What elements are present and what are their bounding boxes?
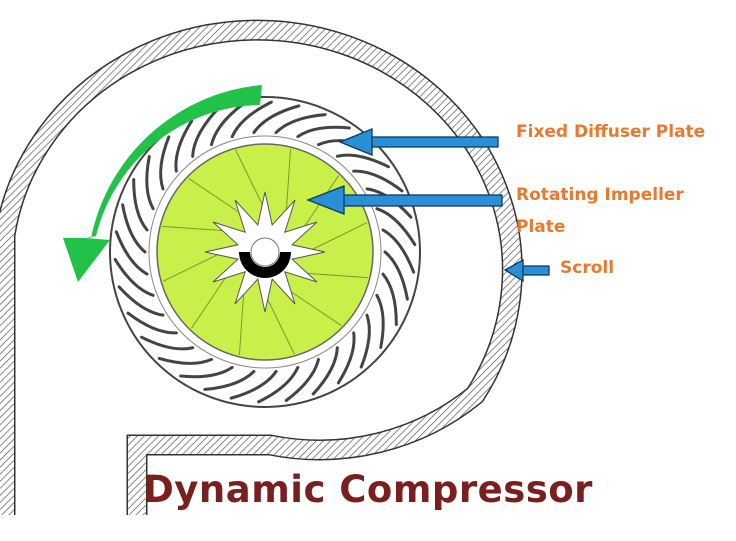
impeller-shaft	[250, 237, 280, 267]
diffuser-vane	[381, 228, 416, 274]
diffuser-vane	[113, 257, 155, 297]
diffuser-pointer-arrow-icon	[338, 128, 499, 156]
diffuser-vane	[179, 365, 234, 379]
diffuser-vane	[117, 285, 165, 317]
impeller-blade	[235, 149, 266, 211]
diffuser-vane	[210, 102, 246, 147]
scroll-pointer-arrow-icon	[503, 258, 550, 283]
diffuser-vane	[381, 272, 398, 327]
impeller-blade	[285, 149, 292, 216]
diffuser-vane	[140, 335, 195, 351]
impeller-blade	[264, 293, 295, 355]
impeller-blade	[285, 287, 342, 326]
diffuser-vane	[230, 100, 273, 139]
scroll-casing-hatch	[0, 21, 522, 515]
diffuser-vane	[257, 365, 300, 404]
impeller-blade	[162, 225, 229, 232]
diffuser-vane	[174, 119, 194, 173]
impeller-blade	[162, 251, 224, 282]
diffuser-vane	[191, 108, 219, 158]
diffuser-vane	[203, 369, 256, 391]
diffuser-vane	[274, 113, 327, 135]
diffuser-vane	[126, 311, 178, 335]
diffuser-vane	[157, 356, 214, 365]
diffuser-vane	[252, 104, 301, 135]
diffuser-vane	[114, 230, 149, 276]
diffuser-vane	[335, 153, 390, 169]
impeller-pointer-arrow-icon	[306, 185, 503, 215]
impeller-blade	[306, 222, 368, 253]
diffuser-vane	[159, 135, 171, 191]
impeller-blade	[238, 288, 245, 355]
diffuser-vane	[336, 331, 356, 385]
diffuser-vane	[121, 203, 147, 254]
diffuser-vane	[311, 346, 339, 396]
label-rotating-impeller-plate: Rotating Impeller Plate	[516, 185, 684, 237]
impeller-blade	[301, 272, 368, 279]
diffuser-vane	[284, 357, 320, 402]
diffuser-vane	[352, 169, 404, 193]
diffuser-vane	[383, 250, 409, 301]
diffuser-vane	[229, 369, 278, 400]
label-scroll: Scroll	[560, 258, 615, 278]
rotation-arrow-icon	[63, 85, 262, 282]
diffuser-vane	[145, 155, 155, 211]
diffuser-vane	[132, 177, 149, 232]
impeller-blades	[162, 149, 368, 355]
diffuser-vane	[296, 125, 351, 139]
diffuser-vane	[375, 293, 385, 349]
impeller-blade	[188, 178, 245, 217]
diffuser-inner-edge	[148, 135, 382, 369]
diffuser-vane	[359, 313, 371, 369]
impeller-blade	[191, 272, 230, 329]
diffuser-vane	[375, 207, 417, 247]
impeller-hub	[239, 252, 291, 278]
diagram-title: Dynamic Compressor	[143, 468, 593, 511]
label-fixed-diffuser-plate: Fixed Diffuser Plate	[516, 122, 706, 142]
